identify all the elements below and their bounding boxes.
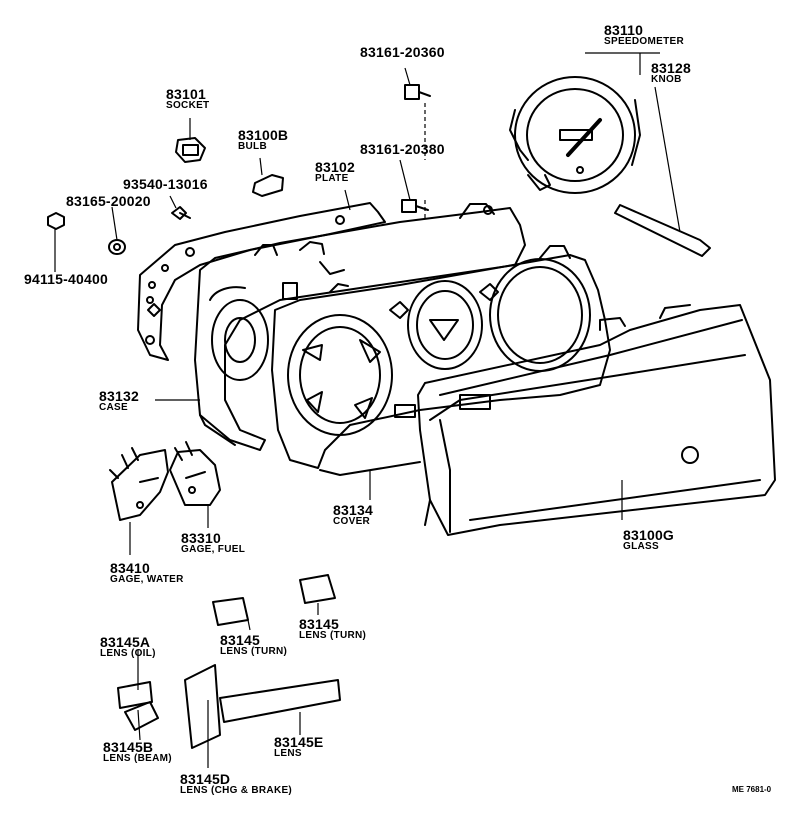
leader-lines [54,52,681,768]
case-label: 83132 CASE [99,389,139,413]
lens-e-label: 83145E LENS [274,735,323,759]
lens-turn-left-label: 83145 LENS (TURN) [220,633,287,657]
lens-oil-label: 83145A LENS (OIL) [100,635,156,659]
screw-b-number: 83161-20380 [360,141,445,157]
bulb-drawing [252,174,284,197]
lens-beam-name: LENS (BEAM) [103,753,172,764]
cover-name: COVER [333,516,371,527]
case-number: 83132 [99,388,139,404]
screws-drawing [401,84,431,213]
speedometer-label: 83110 SPEEDOMETER [604,23,684,47]
diagram-code: ME 7681-0 [732,785,772,794]
knob-number: 83128 [651,60,691,76]
lens-chg-brake-name: LENS (CHG & BRAKE) [180,785,293,796]
speedometer-number: 83110 [604,22,644,38]
water-gage-number: 83410 [110,560,150,576]
water-gage-label: 83410 GAGE, WATER [110,561,184,585]
plate-label: 83102 PLATE [315,160,355,184]
lens-turn-right-number: 83145 [299,616,339,632]
lens-beam-drawing [124,701,159,731]
lens-turn-right-name: LENS (TURN) [299,630,367,641]
lens-chg-brake-drawing [184,664,221,749]
screw-a-number: 83161-20360 [360,44,445,60]
screw-drawing [171,206,191,220]
lens-beam-number: 83145B [103,739,154,755]
lens-oil-drawing [117,681,153,709]
fuel-gage-drawing [169,441,221,506]
cover-label: 83134 COVER [333,503,373,527]
socket-number: 83101 [166,86,206,102]
glass-label: 83100G GLASS [623,528,674,552]
lens-e-number: 83145E [274,734,324,750]
cover-number: 83134 [333,502,373,518]
lens-turn-right-drawing [299,574,336,604]
speedometer-name: SPEEDOMETER [604,36,684,47]
lens-turn-left-drawing [212,597,249,626]
washer-drawing [108,239,126,255]
bulb-name: BULB [238,141,267,152]
screw-number: 93540-13016 [123,176,208,192]
socket-name: SOCKET [166,100,210,111]
lens-turn-right-label: 83145 LENS (TURN) [299,617,366,641]
glass-drawing [417,304,776,536]
lens-e-name: LENS [274,748,302,759]
speedometer-drawing [509,76,641,194]
lens-beam-label: 83145B LENS (BEAM) [103,740,172,764]
knob-name: KNOB [651,74,682,85]
nut-drawing [47,212,65,230]
plate-number: 83102 [315,159,355,175]
glass-number: 83100G [623,527,675,543]
water-gage-drawing [109,447,169,521]
cover-drawing [271,245,611,476]
lens-oil-name: LENS (OIL) [100,648,156,659]
knob-label: 83128 KNOB [651,61,691,85]
plate-drawing [137,202,386,361]
fuel-gage-name: GAGE, FUEL [181,544,246,555]
plate-name: PLATE [315,173,349,184]
case-drawing [194,203,526,451]
glass-name: GLASS [623,541,659,552]
washer-number: 83165-20020 [66,193,151,209]
socket-drawing [175,137,206,163]
lens-chg-brake-number: 83145D [180,771,231,787]
fuel-gage-label: 83310 GAGE, FUEL [181,531,245,555]
fuel-gage-number: 83310 [181,530,221,546]
water-gage-name: GAGE, WATER [110,574,184,585]
lens-e-drawing [219,679,341,723]
socket-label: 83101 SOCKET [166,87,209,111]
lens-turn-left-number: 83145 [220,632,260,648]
lens-oil-number: 83145A [100,634,151,650]
knob-drawing [614,204,711,257]
bulb-label: 83100B BULB [238,128,288,152]
lens-turn-left-name: LENS (TURN) [220,646,288,657]
nut-number: 94115-40400 [24,271,108,287]
bulb-number: 83100B [238,127,289,143]
lens-chg-brake-label: 83145D LENS (CHG & BRAKE) [180,772,292,796]
case-name: CASE [99,402,128,413]
